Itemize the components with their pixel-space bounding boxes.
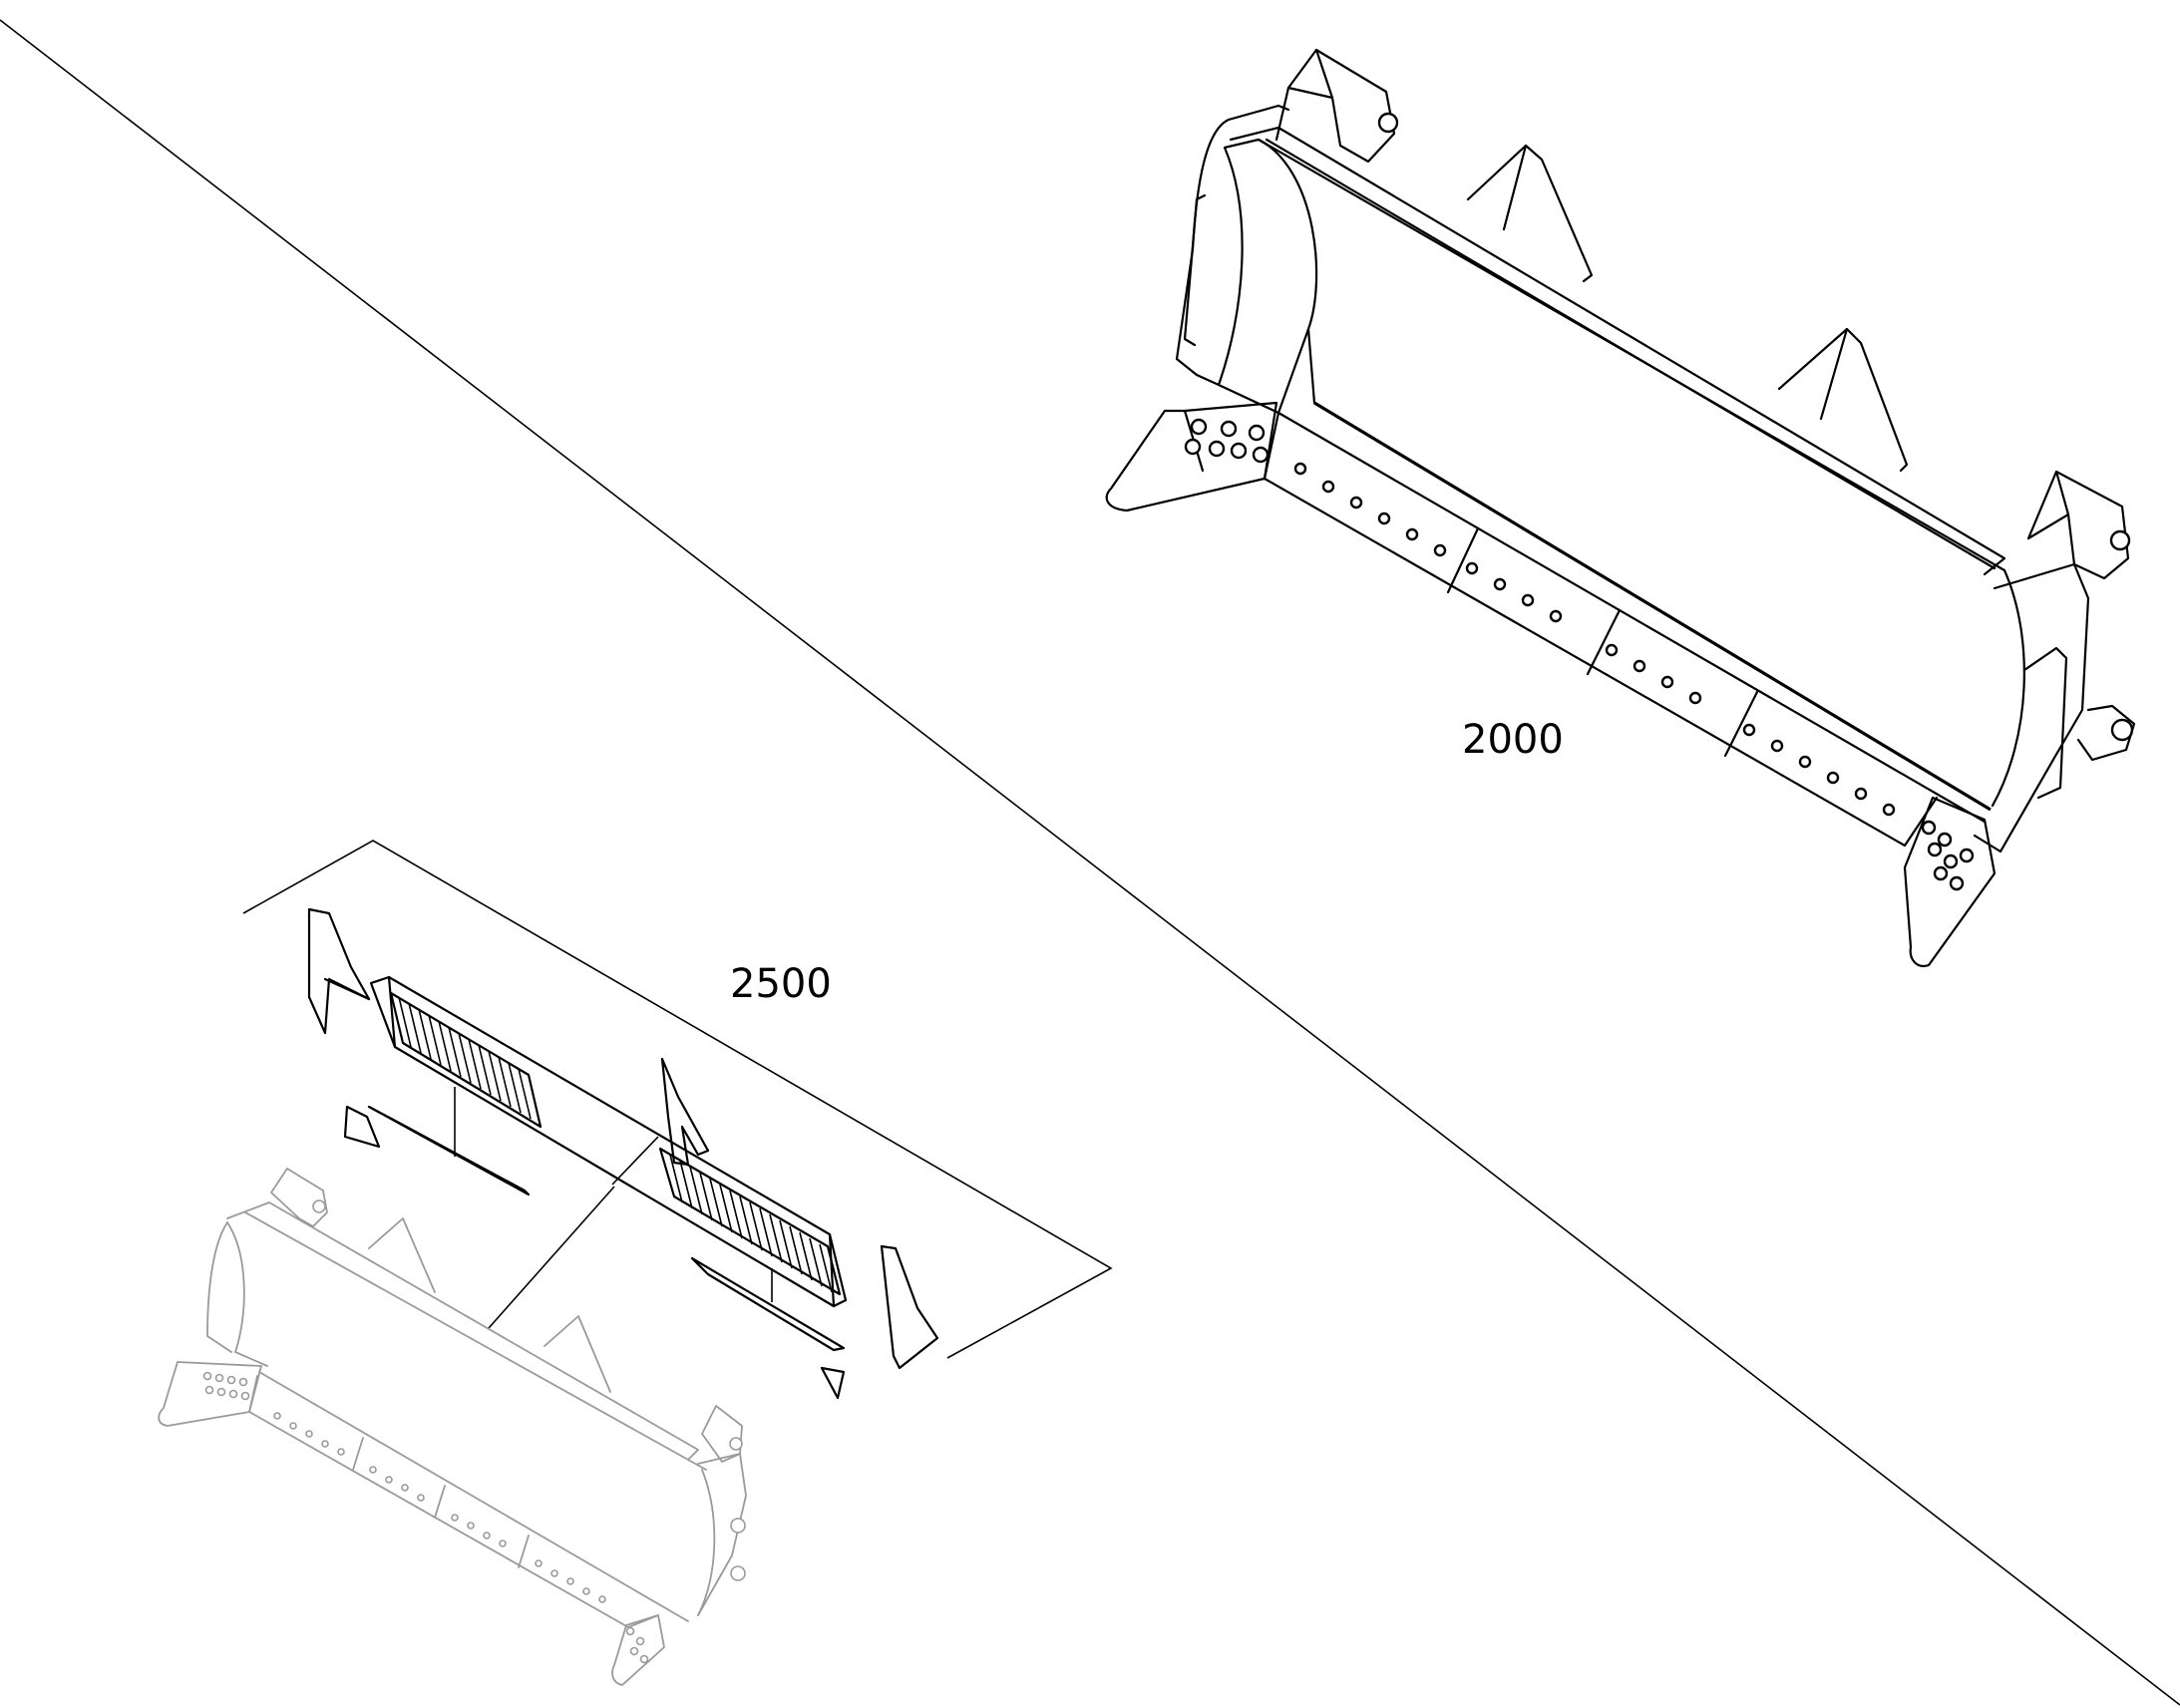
right-bit-bolt-holes: [1921, 820, 1975, 891]
left-bit-bolt-holes: [1184, 418, 1270, 464]
hatched-wear-section-left: [389, 991, 543, 1129]
reference-blade-ghost: [158, 1168, 747, 1686]
cutting-edge-kit-group: [242, 840, 1113, 1400]
section-divider-line: [0, 19, 2180, 1706]
callout-bracket: [242, 840, 1113, 1359]
cutting-edge-bolt-holes: [1293, 462, 1896, 817]
hatched-wear-section-right: [658, 1147, 842, 1296]
callout-label-2500: 2500: [730, 961, 832, 1007]
dozer-blade-assembly: [1105, 48, 2136, 967]
callout-label-2000: 2000: [1462, 717, 1564, 763]
